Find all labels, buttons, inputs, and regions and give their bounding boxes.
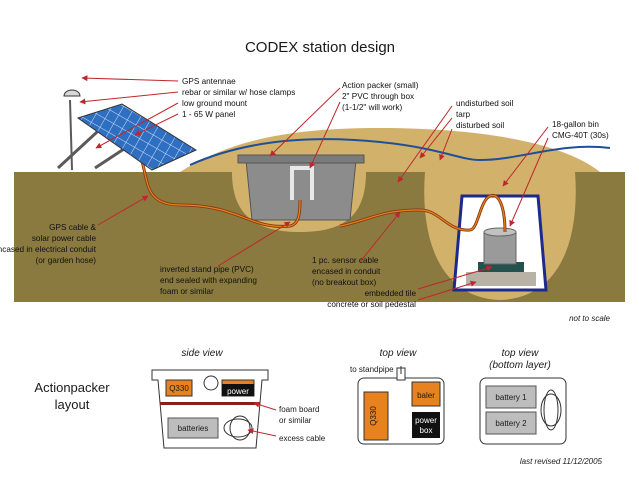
solar-panel-mount [56, 89, 198, 171]
top-view-diagram: Q330 baler power box [357, 366, 445, 445]
side-q330: Q330 [169, 384, 189, 393]
actionpacker-title: Actionpacker [34, 380, 110, 395]
label-disturbed-soil: disturbed soil [456, 121, 504, 130]
seismometer [483, 231, 517, 265]
label-foam-similar: or similar [279, 416, 312, 425]
tarp-line [189, 138, 611, 166]
battery-2: battery 2 [495, 419, 527, 428]
label-bin: 18-gallon bin [552, 120, 599, 129]
label-embedded-tile: embedded tile [365, 289, 417, 298]
label-gps-antennae: GPS antennae [182, 77, 236, 86]
label-to-standpipe: to standpipe [350, 365, 394, 374]
label-stand-pipe-seal: end sealed with expanding [160, 276, 257, 285]
solar-panel [76, 103, 198, 171]
label-not-to-scale: not to scale [569, 314, 610, 323]
label-solar-cable: solar power cable [32, 234, 97, 243]
label-pvc-through: 2" PVC through box [342, 92, 414, 101]
top-view-bottom-subtitle: (bottom layer) [489, 360, 551, 371]
label-sensor: CMG-40T (30s) [552, 131, 609, 140]
label-conduit: encased in electrical conduit [0, 245, 97, 254]
top-view-bottom-title: top view [502, 348, 539, 359]
label-no-breakout: (no breakout box) [312, 278, 376, 287]
label-pvc-alt: (1-1/2" will work) [342, 103, 403, 112]
diagram-title: CODEX station design [245, 39, 395, 56]
label-foam-board: foam board [279, 405, 319, 414]
soil-mound [180, 128, 600, 172]
top-q330: Q330 [369, 406, 378, 426]
label-garden-hose: (or garden hose) [35, 256, 96, 265]
label-action-packer: Action packer (small) [342, 81, 419, 90]
label-sensor-cable: 1 pc. sensor cable [312, 256, 379, 265]
top-baler: baler [417, 391, 435, 400]
side-batteries: batteries [178, 424, 209, 433]
top-view-title: top view [380, 348, 417, 359]
label-pedestal: concrete or soil pedestal [327, 300, 416, 309]
top-power-box-2: box [420, 426, 433, 435]
label-sensor-conduit: encased in conduit [312, 267, 381, 276]
label-rebar: rebar or similar w/ hose clamps [182, 88, 295, 97]
label-stand-pipe-foam: foam or similar [160, 287, 214, 296]
action-packer-lid [237, 154, 365, 164]
label-undisturbed-soil: undisturbed soil [456, 99, 514, 108]
top-power-box-1: power [415, 416, 437, 425]
standpipe [290, 166, 314, 200]
label-stand-pipe: inverted stand pipe (PVC) [160, 265, 254, 274]
side-power: power [227, 387, 249, 396]
last-revised: last revised 11/12/2005 [520, 457, 603, 466]
embedded-tile [478, 262, 524, 272]
side-view-title: side view [181, 348, 223, 359]
label-panel: 1 - 65 W panel [182, 110, 235, 119]
battery-1: battery 1 [495, 393, 527, 402]
label-gps-cable: GPS cable & [49, 223, 96, 232]
pedestal [466, 272, 536, 286]
label-excess-cable: excess cable [279, 434, 326, 443]
gps-antenna [63, 89, 81, 97]
label-low-mount: low ground mount [182, 99, 248, 108]
label-tarp: tarp [456, 110, 471, 119]
actionpacker-subtitle: layout [55, 397, 90, 412]
bottom-layer-diagram: battery 1 battery 2 [479, 377, 567, 445]
side-view-diagram: Q330 power batteries [151, 369, 269, 449]
